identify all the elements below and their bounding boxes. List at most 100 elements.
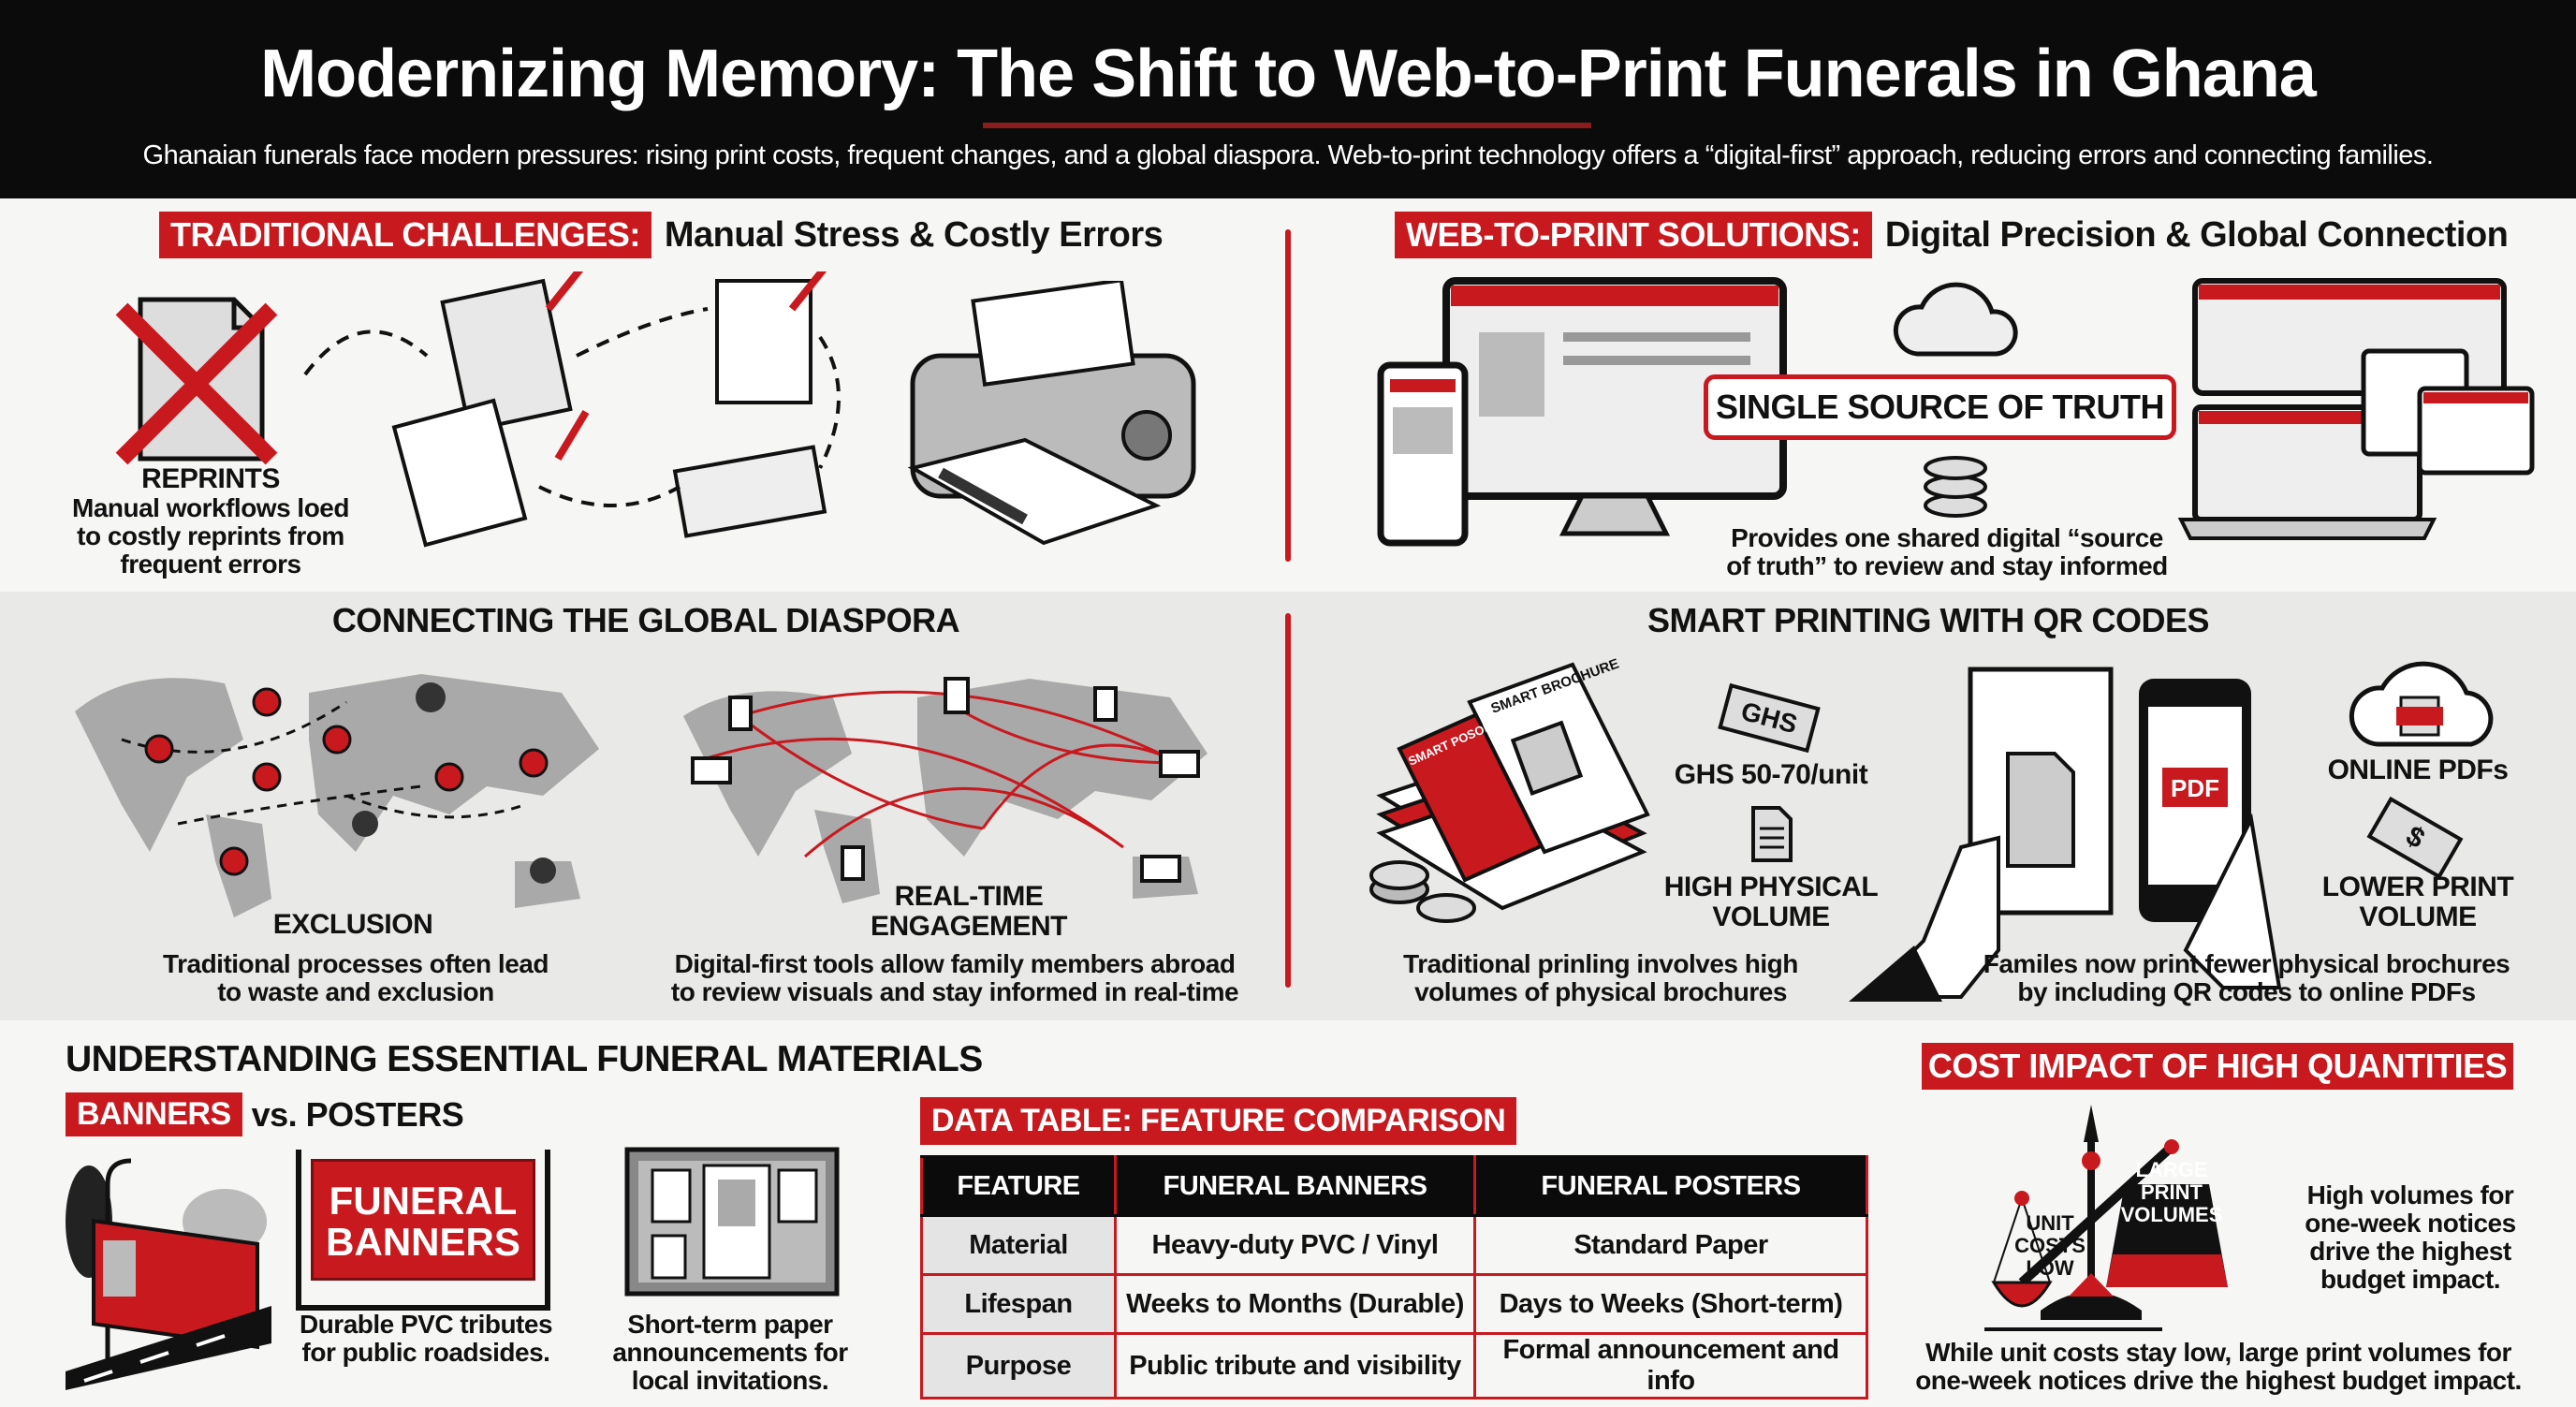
poster-board-icon	[624, 1147, 840, 1297]
caption-line: frequent errors	[120, 550, 301, 579]
qr-title: SMART PRINTING WITH QR CODES	[1647, 601, 2210, 639]
poster-caption: Short-term paper announcements for local…	[590, 1311, 871, 1395]
column-header: FEATURE	[920, 1155, 1117, 1217]
solutions-heading: WEB-TO-PRINT SOLUTIONS: Digital Precisio…	[1395, 212, 2509, 258]
solutions-title: Digital Precision & Global Connection	[1884, 214, 2509, 255]
caption-line: Digital-first tools allow family members…	[674, 949, 1236, 978]
single-source-badge: SINGLE SOURCE OF TRUTH	[1704, 374, 2176, 440]
printer-icon	[907, 281, 1196, 546]
caption-line: Short-term paper	[627, 1310, 833, 1339]
label-line: LOWER PRINT	[2321, 872, 2514, 902]
unit-costs-low-label: UNIT COSTS LOW	[2012, 1212, 2087, 1280]
roadside-banner-icon	[66, 1158, 271, 1390]
challenges-tag: TRADITIONAL CHALLENGES:	[159, 212, 651, 258]
funeral-banner-frame: FUNERAL BANNERS	[296, 1150, 550, 1311]
table-row: Purpose Public tribute and visibility Fo…	[920, 1332, 1868, 1400]
lower-volume-label: LOWER PRINT VOLUME	[2277, 872, 2558, 932]
cloud-icon	[1893, 282, 2018, 357]
traditional-printing-caption: Traditional prinling involves high volum…	[1357, 950, 1844, 1006]
caption-line: to review visuals and stay informed in r…	[670, 977, 1239, 1006]
banner-caption: Durable PVC tributes for public roadside…	[281, 1311, 571, 1367]
label-line: LARGE	[2135, 1158, 2208, 1181]
page-subtitle: Ghanaian funerals face modern pressures:…	[142, 140, 2434, 170]
solutions-tag: WEB-TO-PRINT SOLUTIONS:	[1395, 212, 1872, 258]
caption-line: Manual workflows loed	[72, 493, 349, 522]
engagement-label: REAL-TIME ENGAGEMENT	[782, 882, 1156, 942]
exclusion-label: EXCLUSION	[272, 909, 433, 940]
table-title: DATA TABLE: FEATURE COMPARISON	[920, 1097, 1517, 1145]
caption-line: Familes now print fewer physical brochur…	[1983, 949, 2510, 978]
database-icon	[1924, 456, 1987, 518]
cost-side-text: High volumes for one-week notices drive …	[2298, 1181, 2523, 1294]
section-divider	[1285, 613, 1291, 988]
online-pdfs-label: ONLINE PDFs	[2327, 755, 2509, 785]
solutions-caption: Provides one shared digital “source of t…	[1713, 524, 2181, 580]
caption-line: Traditional prinling involves high	[1403, 949, 1798, 978]
caption-line: for public roadsides.	[301, 1338, 550, 1367]
column-header: FUNERAL POSTERS	[1473, 1155, 1868, 1217]
text-line: High volumes for	[2306, 1180, 2514, 1209]
feature-cell: Purpose	[920, 1332, 1117, 1400]
caption-line: Traditional processes often lead	[163, 949, 549, 978]
header-banner: Modernizing Memory: The Shift to Web-to-…	[0, 0, 2576, 198]
banners-tag: BANNERS	[66, 1092, 242, 1136]
banners-vs-posters-heading: BANNERS vs. POSTERS	[66, 1092, 464, 1136]
world-map-exclusion	[75, 674, 599, 917]
label-line: VOLUME	[2359, 901, 2477, 932]
text-line: one-week notices	[2305, 1209, 2516, 1238]
caption-line: Provides one shared digital “source	[1731, 523, 2163, 552]
caption-line: of truth” to review and stay informed	[1726, 551, 2168, 580]
caption-line: Durable PVC tributes	[299, 1310, 553, 1339]
table-cell: Formal announcement and info	[1473, 1332, 1868, 1400]
sign-line: BANNERS	[326, 1220, 520, 1264]
label-line: REAL-TIME	[894, 881, 1044, 912]
title-underline	[983, 123, 1591, 128]
diaspora-title: CONNECTING THE GLOBAL DIASPORA	[331, 601, 960, 639]
feature-cell: Lifespan	[920, 1273, 1117, 1335]
column-header: FUNERAL BANNERS	[1114, 1155, 1476, 1217]
caption-line: announcements for	[612, 1338, 848, 1367]
label-line: LOW	[2026, 1256, 2074, 1280]
funeral-banner-sign: FUNERAL BANNERS	[311, 1159, 535, 1281]
table-header-row: FEATURE FUNERAL BANNERS FUNERAL POSTERS	[920, 1155, 1868, 1217]
multi-device-icon	[2177, 278, 2535, 540]
materials-title: UNDERSTANDING ESSENTIAL FUNERAL MATERIAL…	[66, 1039, 983, 1079]
text-line: drive the highest	[2309, 1237, 2511, 1266]
table-row: Material Heavy-duty PVC / Vinyl Standard…	[920, 1214, 1868, 1276]
price-label: GHS 50-70/unit	[1674, 759, 1868, 790]
label-line: ENGAGEMENT	[870, 911, 1068, 942]
exclusion-caption: Traditional processes often lead to wast…	[94, 950, 618, 1006]
feature-comparison-table: FEATURE FUNERAL BANNERS FUNERAL POSTERS …	[920, 1155, 1868, 1400]
label-line: HIGH PHYSICAL	[1663, 872, 1879, 902]
table-cell: Weeks to Months (Durable)	[1114, 1273, 1476, 1335]
large-volumes-weight-label: LARGE PRINT VOLUMES	[2111, 1159, 2232, 1226]
manual-workflow-illustration	[303, 271, 841, 548]
caption-line: local invitations.	[631, 1366, 829, 1395]
world-map-connected	[683, 677, 1208, 903]
challenges-title: Manual Stress & Costly Errors	[664, 214, 1164, 255]
high-volume-label: HIGH PHYSICAL VOLUME	[1631, 872, 1911, 932]
text-line: budget impact.	[2320, 1265, 2501, 1294]
document-icon	[1751, 806, 1793, 862]
cost-caption: While unit costs stay low, large print v…	[1910, 1339, 2527, 1395]
caption-line: by including QR codes to online PDFs	[2017, 977, 2476, 1006]
caption-line: While unit costs stay low, large print v…	[1925, 1338, 2511, 1367]
reprints-caption: Manual workflows loed to costly reprints…	[47, 494, 374, 579]
label-line: VOLUMES	[2120, 1203, 2223, 1226]
caption-line: to waste and exclusion	[217, 977, 494, 1006]
page-title: Modernizing Memory: The Shift to Web-to-…	[260, 37, 2317, 111]
cost-title: COST IMPACT OF HIGH QUANTITIES	[1922, 1043, 2513, 1090]
table-row: Lifespan Weeks to Months (Durable) Days …	[920, 1273, 1868, 1335]
rejected-document-icon	[115, 297, 278, 465]
table-cell: Heavy-duty PVC / Vinyl	[1114, 1214, 1476, 1276]
brochure-stack-icon: SMART BROCHURE SMART POSOLUR	[1369, 655, 1650, 923]
balance-scale-icon	[1984, 1105, 2228, 1331]
label-line: UNIT	[2026, 1211, 2074, 1235]
hands-phone-brochure-icon: PDF	[1849, 667, 2282, 1002]
sign-line: FUNERAL	[329, 1179, 518, 1223]
section-divider	[1285, 229, 1291, 562]
table-cell: Standard Paper	[1473, 1214, 1868, 1276]
caption-line: volumes of physical brochures	[1414, 977, 1787, 1006]
engagement-caption: Digital-first tools allow family members…	[646, 950, 1264, 1006]
pdf-label: PDF	[2171, 774, 2219, 802]
